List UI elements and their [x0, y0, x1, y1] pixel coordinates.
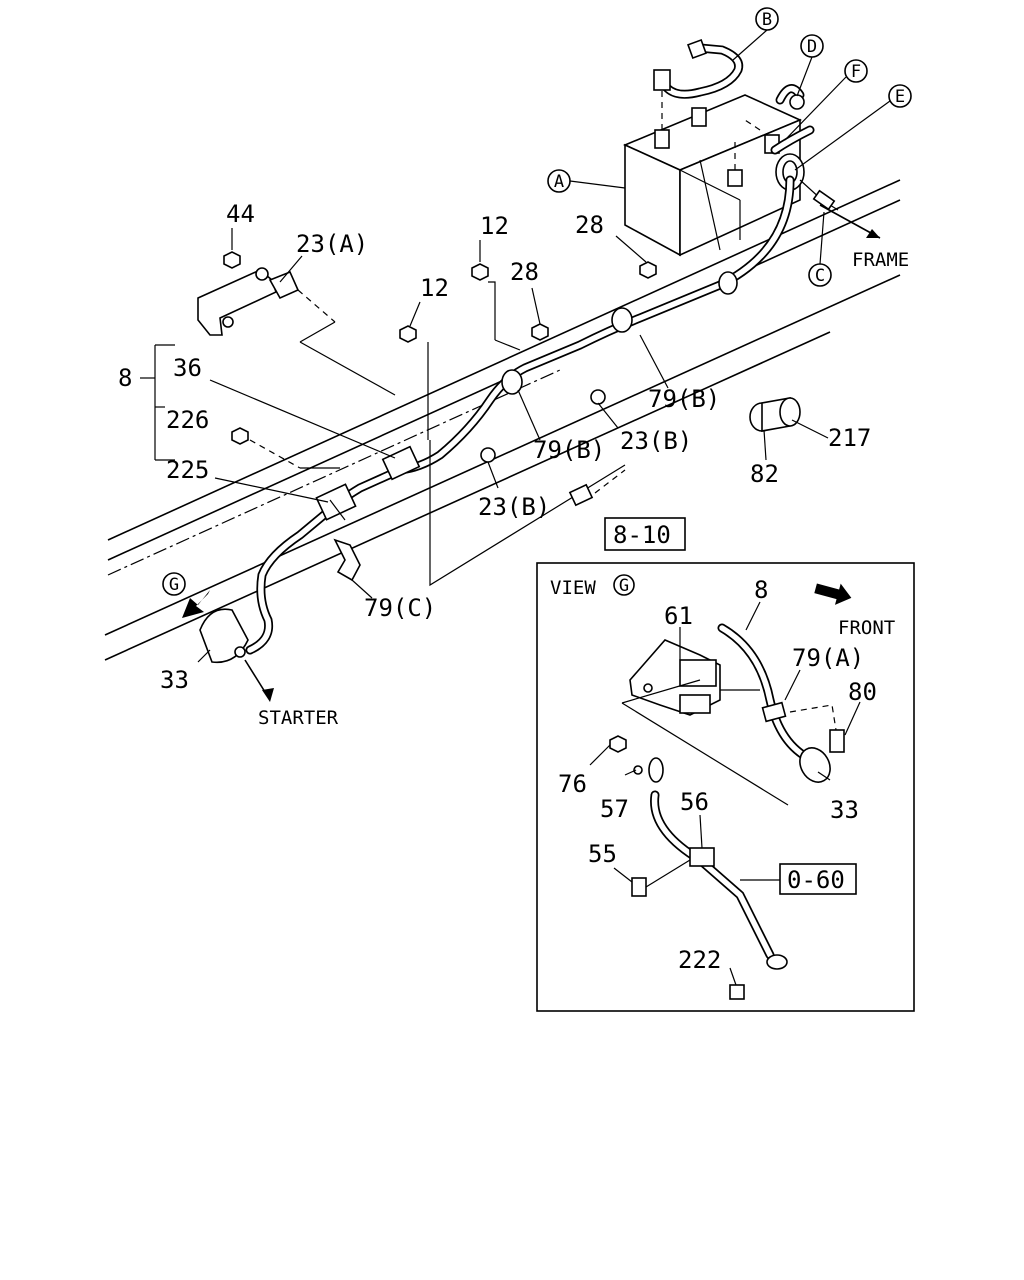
view-callout-222: 222: [678, 946, 721, 974]
callout-79c: 79(C): [364, 594, 436, 622]
direction-frame: FRAME: [852, 249, 909, 271]
callout-23b-2: 23(B): [478, 493, 550, 521]
circle-b: B: [762, 10, 772, 30]
arrow-view-g-icon: [182, 590, 210, 618]
part-82: [749, 397, 829, 439]
ref-8-10: 8-10: [613, 521, 671, 549]
callout-36: 36: [173, 354, 202, 382]
callout-12b: 12: [420, 274, 449, 302]
ref-box-8-10: 8-10: [604, 517, 686, 551]
callout-28b: 28: [510, 258, 539, 286]
view-callout-76: 76: [558, 770, 587, 798]
callout-28a: 28: [575, 211, 604, 239]
ref-0-60: 0-60: [787, 866, 845, 894]
bracket-23a: [197, 267, 336, 336]
callout-labels: 44 23(A) 12 12 28 28 8 36 226 225 79(B) …: [118, 200, 871, 694]
view-callout-61: 61: [664, 602, 693, 630]
circle-c: C: [815, 266, 825, 286]
circle-g: G: [169, 575, 179, 595]
view-callout-80: 80: [848, 678, 877, 706]
callout-79b-2: 79(B): [533, 436, 605, 464]
view-callout-57: 57: [600, 795, 629, 823]
direction-starter: STARTER: [258, 707, 339, 729]
main-harness: [245, 175, 795, 655]
callout-225: 225: [166, 456, 209, 484]
arrow-front-icon: [814, 583, 852, 605]
callout-12a: 12: [480, 212, 509, 240]
circled-letter-labels: A B C D E F G: [169, 10, 905, 595]
view-g-circle: G: [619, 576, 629, 596]
leader-lines: [249, 281, 626, 587]
callout-8: 8: [118, 364, 132, 392]
callout-226: 226: [166, 406, 209, 434]
circle-d: D: [807, 37, 817, 57]
view-callout-55: 55: [588, 840, 617, 868]
arrow-starter-icon: [244, 659, 274, 702]
battery: [622, 75, 803, 257]
view-callout-33: 33: [830, 796, 859, 824]
callout-23a: 23(A): [296, 230, 368, 258]
circle-a: A: [554, 172, 564, 192]
view-g-title: VIEW: [550, 577, 596, 599]
nuts: [223, 251, 657, 445]
callout-82: 82: [750, 460, 779, 488]
callout-23b-1: 23(B): [620, 427, 692, 455]
callout-leaders: [140, 228, 767, 663]
clamps: [480, 271, 738, 463]
connectors: [315, 445, 421, 521]
callout-79b-1: 79(B): [648, 385, 720, 413]
circle-e: E: [895, 87, 905, 107]
direction-front: FRONT: [838, 617, 895, 639]
callout-44: 44: [226, 200, 255, 228]
callout-217: 217: [828, 424, 871, 452]
view-callout-79a: 79(A): [792, 644, 864, 672]
arrow-frame-icon: [819, 204, 881, 239]
view-callout-8: 8: [754, 576, 768, 604]
view-callout-56: 56: [680, 788, 709, 816]
view-g-panel: VIEW G FRONT: [536, 562, 915, 1012]
callout-33: 33: [160, 666, 189, 694]
starter-terminal: [199, 608, 249, 664]
circle-f: F: [851, 62, 861, 82]
